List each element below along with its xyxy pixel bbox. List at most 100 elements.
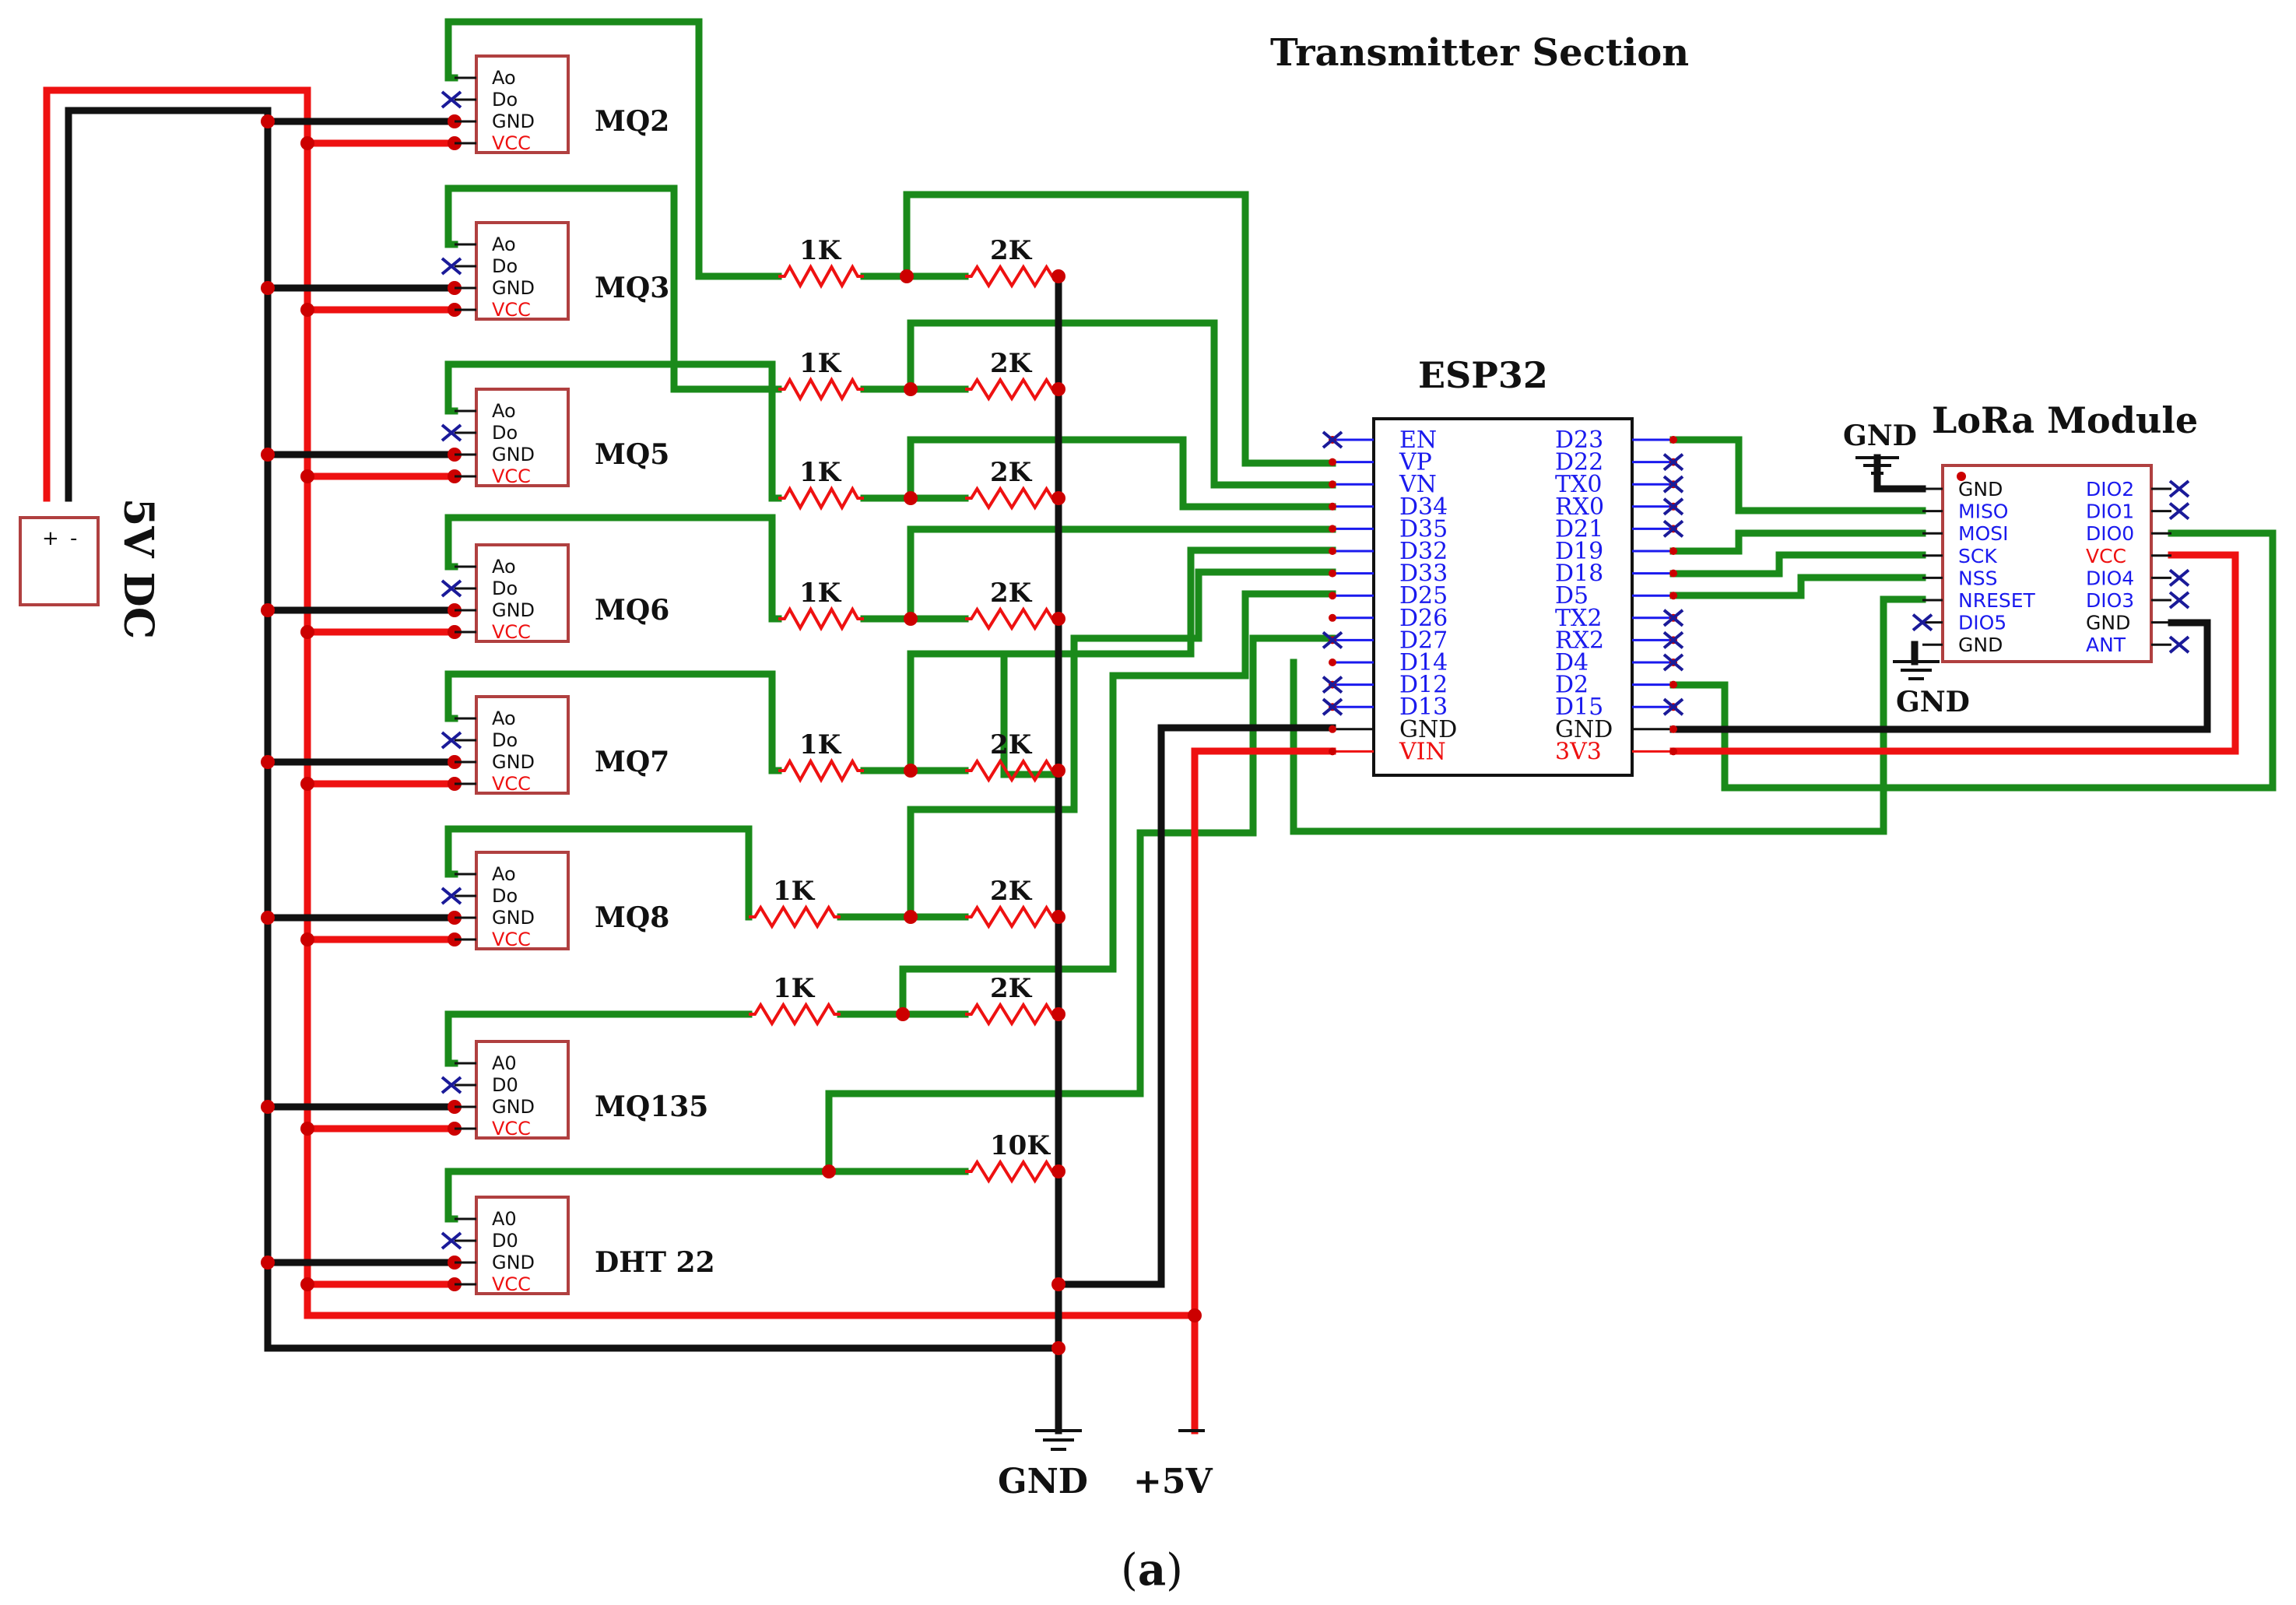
gnd-bus-dot: [1051, 269, 1065, 283]
esp32-no-connect: [1322, 430, 1343, 449]
esp32-left-pin-label: EN: [1399, 427, 1437, 454]
lora-no-connect: [2168, 568, 2190, 587]
esp32-left-pin-label: D25: [1399, 582, 1448, 609]
power-source-label: 5V DC: [114, 498, 162, 639]
tap-mq2: [903, 191, 1336, 467]
resistor-2k-6-value: 2K: [990, 876, 1033, 907]
resistor-1k-5: 1K: [778, 729, 864, 784]
gnd-junction: [261, 1256, 275, 1270]
battery-box: [19, 516, 100, 606]
analog-wire: [444, 18, 782, 280]
diagram-title: Transmitter Section: [1270, 31, 1689, 75]
esp32-left-pin-label: D33: [1399, 560, 1448, 588]
do-no-connect: [441, 1076, 462, 1094]
esp32-right-pin-label: D21: [1555, 515, 1603, 543]
lora-gnd-top: [1873, 454, 1926, 493]
divider-junction: [904, 491, 918, 505]
esp32-pin-dot: [1329, 480, 1336, 489]
esp32-no-connect: [1662, 609, 1684, 627]
resistor-1k-3-value: 1K: [799, 457, 842, 488]
gnd-bus-dot: [1051, 382, 1065, 396]
sensor-body: [475, 543, 570, 643]
esp32-pin-dot: [1329, 569, 1336, 578]
esp32-no-connect: [1662, 697, 1684, 716]
esp-gnd-wire: [1055, 724, 1336, 1288]
esp32-pin-dot: [1329, 547, 1336, 555]
junction-dots: [261, 114, 1202, 1355]
resistor-1k-4: 1K: [778, 578, 864, 632]
esp32-label: ESP32: [1418, 354, 1548, 396]
esp32-left-pin-label: VIN: [1399, 738, 1446, 765]
resistor-1k-5-zigzag: [778, 757, 864, 784]
esp32-left-pin-label: VN: [1399, 471, 1437, 498]
sensor-pin-label: VCC: [492, 773, 531, 795]
resistor-1k-4-value: 1K: [799, 578, 842, 609]
esp32-right-pin-label: D5: [1555, 582, 1589, 609]
esp32-pin-dot: [1329, 525, 1336, 533]
do-no-connect: [441, 579, 462, 598]
power-wires: [43, 86, 2239, 1435]
power-source-5v-dc: + - 5V DC: [19, 498, 162, 639]
main-5v-rail: [43, 86, 1199, 1435]
esp32-left-pin-label: D26: [1399, 605, 1448, 632]
esp32-right-pin-label: D2: [1555, 672, 1589, 699]
analog-wire: [444, 360, 782, 502]
do-no-connect: [441, 731, 462, 750]
sensor-pin-label: VCC: [492, 1273, 531, 1295]
esp32-right-pin-label: D23: [1555, 427, 1603, 454]
resistor-2k-4-zigzag: [965, 606, 1058, 631]
lora-right-pin-label: DIO0: [2086, 522, 2134, 545]
ground-wires: [65, 107, 2211, 1435]
vcc-junction: [300, 303, 314, 317]
esp32-left-pin-label: D27: [1399, 627, 1448, 654]
resistor-2k-4-value: 2K: [990, 578, 1033, 609]
esp-vin-wire: [1191, 747, 1336, 1319]
sensor-pin-label: GND: [492, 907, 535, 929]
tap-mq3: [907, 319, 1336, 489]
gnd-bus-dot: [1051, 910, 1065, 924]
resistor-10k-value: 10K: [990, 1130, 1051, 1161]
sensor-name: DHT 22: [595, 1246, 715, 1279]
gnd-bus-dot: [1051, 1341, 1065, 1355]
sensor-body: [475, 388, 570, 487]
resistor-2k-6-zigzag: [965, 904, 1058, 929]
do-no-connect: [441, 423, 462, 442]
esp32-right-pin-label: RX2: [1555, 627, 1604, 654]
resistor-1k-7: 1K: [749, 973, 841, 1027]
esp32-pin-dot: [1669, 592, 1677, 600]
sensor-pin-label: D0: [492, 1074, 518, 1096]
sensor-body: [475, 695, 570, 795]
resistor-1k-7-zigzag: [749, 1002, 841, 1027]
esp32-pin-dot: [1329, 592, 1336, 600]
do-no-connect: [441, 90, 462, 109]
esp32-right-pin-label: D15: [1555, 694, 1603, 721]
lora-label: LoRa Module: [1932, 399, 2198, 441]
esp32-right-pin-label: D4: [1555, 649, 1589, 676]
lora-ground-label-bottom: GND: [1896, 686, 1970, 718]
vcc-junction: [300, 625, 314, 639]
sensor-modules: AoDoGNDVCCMQ2AoDoGNDVCCMQ3AoDoGNDVCCMQ5A…: [441, 54, 715, 1295]
spi-mosi: [1669, 529, 1926, 555]
lora-no-connect: [2168, 591, 2190, 609]
sensor-pin-label: VCC: [492, 465, 531, 487]
lora-left-pin-label: NRESET: [1958, 589, 2036, 612]
esp32-right-pin-label: D19: [1555, 538, 1603, 565]
gnd-bus-dot: [1051, 764, 1065, 778]
resistor-2k-5: 2K: [965, 729, 1058, 783]
caption-letter: a: [1138, 1544, 1166, 1596]
gnd-junction: [261, 281, 275, 295]
resistor-1k-2: 1K: [778, 348, 864, 402]
resistor-1k-3: 1K: [778, 457, 864, 511]
lora-vcc: [1669, 551, 2239, 755]
resistor-2k-7-value: 2K: [990, 973, 1033, 1004]
analog-wire: [444, 825, 753, 921]
gnd-bus-dot: [1051, 1164, 1065, 1178]
lora-ground-symbol-top: [1855, 456, 1899, 475]
resistor-2k-5-zigzag: [965, 758, 1058, 783]
gnd-junction: [261, 755, 275, 769]
resistor-1k-1-zigzag: [778, 263, 864, 290]
